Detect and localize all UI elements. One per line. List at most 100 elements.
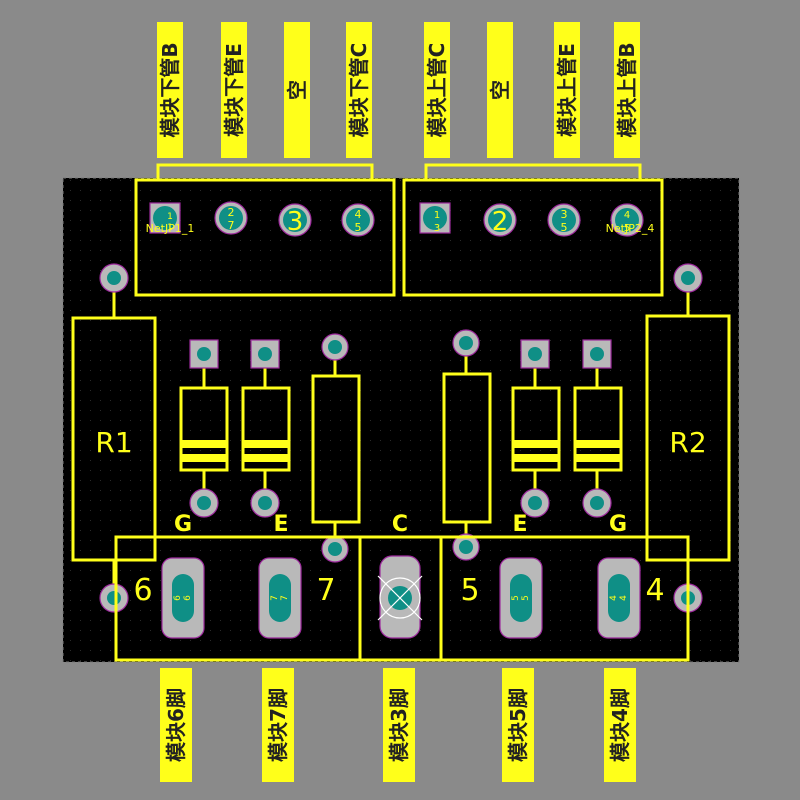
d3-pad-round[interactable]	[520, 488, 550, 518]
ccl-pad-top[interactable]	[321, 333, 349, 361]
pad-jp1-3[interactable]: 3	[278, 203, 312, 237]
pin-label: 模块6脚	[164, 688, 188, 762]
bottom-pin-fingers: 模块6脚 模块7脚 模块3脚 模块5脚 模块4脚	[160, 668, 636, 782]
oval-pad-label: 6	[183, 595, 193, 601]
pad-jp2-2[interactable]: 2	[483, 203, 517, 237]
pin-label: 模块7脚	[266, 688, 290, 762]
pad-number-top: 4	[624, 210, 630, 221]
pin-label: 模块4脚	[608, 688, 632, 762]
terminal-letter-e-right: E	[512, 512, 527, 537]
pin-bar	[502, 668, 534, 782]
pad-jp1-1[interactable]: 1 1 NetJP1_1	[146, 202, 195, 235]
board-outline	[62, 177, 740, 663]
pin-label: 模块上管C	[425, 43, 449, 138]
pad-number-bottom: 5	[624, 223, 630, 234]
pin-bar	[424, 22, 450, 158]
pin-bar	[554, 22, 580, 158]
oval-pad-6[interactable]: 6 6	[161, 557, 205, 639]
pin-label: 模块3脚	[387, 688, 411, 762]
oval-pad-label: 6	[173, 595, 183, 601]
connector-left-body	[134, 178, 396, 297]
pin-label: 空	[285, 80, 309, 100]
pin-bar	[383, 668, 415, 782]
pad-jp1-4[interactable]: 4 5	[341, 203, 375, 237]
top-pin-3: 空	[284, 22, 310, 158]
pin-bar	[487, 22, 513, 158]
top-pin-6: 空	[487, 22, 513, 158]
r1-pad-top[interactable]	[99, 263, 129, 293]
top-pin-5: 模块上管C	[424, 22, 450, 158]
diode-d2	[241, 339, 291, 518]
pin-label: 空	[488, 80, 512, 100]
pad-number-bottom: 1	[167, 223, 173, 233]
net-label: NetJP1_1	[146, 222, 195, 235]
side-number-6: 6	[133, 573, 152, 608]
top-pin-4: 模块下管C	[346, 22, 372, 158]
oval-pad-7[interactable]: 7 7	[258, 557, 302, 639]
pin-label: 模块上管B	[615, 42, 639, 137]
pin-bar	[160, 668, 192, 782]
pin-label: 模块上管E	[555, 43, 579, 137]
connector-right-body	[402, 178, 664, 297]
d1-pad-square[interactable]	[189, 339, 219, 369]
oval-pad-label: 5	[521, 595, 531, 601]
terminal-letter-g-left: G	[174, 512, 192, 537]
pad-jp2-4[interactable]: 4 5 NetJP2_4	[606, 203, 655, 237]
terminal-letter-c: C	[392, 512, 408, 537]
d1-pad-round[interactable]	[189, 488, 219, 518]
bottom-pin-1: 模块6脚	[160, 668, 192, 782]
oval-pad-label: 4	[609, 595, 619, 601]
d2-pad-square[interactable]	[250, 339, 280, 369]
pad-number-top: 1	[434, 210, 440, 221]
pad-number-bottom: 5	[561, 221, 568, 234]
pad-jp2-1[interactable]: 1 3	[419, 202, 451, 234]
bottom-pin-3: 模块3脚	[383, 668, 415, 782]
pin-bar	[346, 22, 372, 158]
pad-number-top: 2	[492, 207, 509, 237]
top-pin-2: 模块下管E	[221, 22, 247, 158]
ccl-pad-bottom[interactable]	[321, 535, 349, 563]
component-center-right	[442, 329, 492, 561]
connector-right-pads: 1 3 2 3 5 4 5 NetJP2_4	[419, 202, 655, 237]
d2-pad-round[interactable]	[250, 488, 280, 518]
d4-pad-round[interactable]	[582, 488, 612, 518]
pad-number-bottom: 5	[355, 221, 362, 234]
net-label: NetJP2_4	[606, 222, 655, 235]
center-oval-pad[interactable]	[377, 555, 423, 639]
diode-d4	[573, 339, 623, 518]
oval-pad-4[interactable]: 4 4	[597, 557, 641, 639]
ccr-pad-bottom[interactable]	[452, 533, 480, 561]
connector-right-tab	[424, 163, 642, 180]
connector-right	[402, 163, 664, 297]
connector-left-pads: 1 1 NetJP1_1 2 7 3 4 5	[146, 201, 375, 237]
pad-number-bottom: 3	[434, 223, 440, 234]
resistor-r1: R1	[71, 263, 157, 613]
r1-pad-bottom[interactable]	[99, 583, 129, 613]
side-number-7: 7	[316, 573, 335, 608]
pad-jp2-3[interactable]: 3 5	[547, 203, 581, 237]
pad-number-top: 3	[561, 208, 568, 221]
module-outline	[114, 535, 690, 662]
bottom-pin-2: 模块7脚	[262, 668, 294, 782]
pin-label: 模块下管C	[347, 43, 371, 138]
d4-pad-square[interactable]	[582, 339, 612, 369]
oval-pad-label: 5	[511, 595, 521, 601]
pad-jp1-2[interactable]: 2 7	[214, 201, 248, 235]
pin-label: 模块下管E	[222, 43, 246, 137]
terminal-letter-g-right: G	[609, 512, 627, 537]
pad-number-top: 2	[228, 206, 235, 219]
top-pin-8: 模块上管B	[614, 22, 640, 158]
side-number-4: 4	[645, 573, 664, 608]
diode-d3	[511, 339, 561, 518]
side-number-5: 5	[460, 573, 479, 608]
ccr-pad-top[interactable]	[452, 329, 480, 357]
pin-bar	[614, 22, 640, 158]
d3-pad-square[interactable]	[520, 339, 550, 369]
oval-pad-5[interactable]: 5 5	[499, 557, 543, 639]
r2-pad-top[interactable]	[673, 263, 703, 293]
oval-pad-label: 4	[619, 595, 629, 601]
r1-label: R1	[95, 426, 132, 459]
pad-number-top: 4	[355, 208, 362, 221]
